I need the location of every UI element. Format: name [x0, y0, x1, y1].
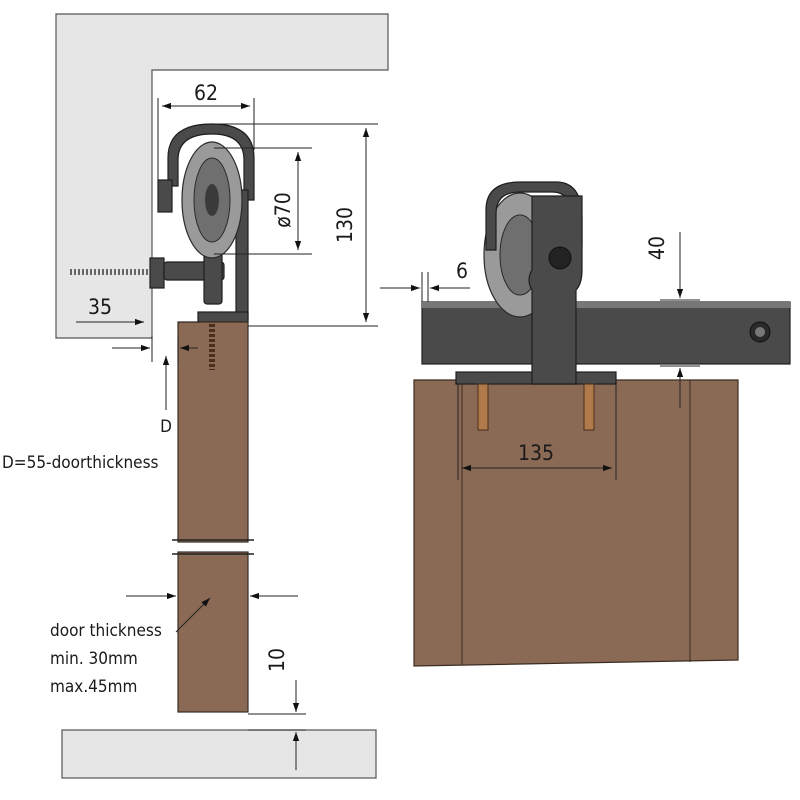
track [421, 301, 791, 365]
front-screws [477, 383, 595, 431]
front-hanger [483, 181, 583, 385]
side-door [172, 321, 254, 713]
dim-d: D [112, 336, 198, 437]
floor [61, 729, 377, 779]
dim-d-label: D [160, 417, 172, 437]
dim-70-label: ø70 [271, 192, 295, 228]
dim-6: 6 [380, 259, 470, 302]
dim-62: 62 [157, 81, 255, 180]
dim-40-label: 40 [645, 236, 669, 260]
front-view: 6 40 135 [380, 181, 791, 667]
dim-35: 35 [76, 295, 200, 326]
dim-130: 130 [214, 123, 378, 327]
dim-35-label: 35 [88, 295, 112, 319]
dim-10-label: 10 [265, 648, 289, 672]
dim-130-label: 130 [333, 207, 357, 243]
dim-40: 40 [645, 232, 700, 408]
dim-door-thickness: door thickness min. 30mm max.45mm [50, 592, 298, 697]
dim-62-label: 62 [194, 81, 218, 105]
door-thickness-title: door thickness [50, 621, 162, 641]
door-thickness-min: min. 30mm [50, 649, 138, 669]
dim-6-label: 6 [456, 259, 468, 283]
dim-135-label: 135 [518, 441, 554, 465]
side-hanger [157, 123, 255, 323]
dim-10: 10 [248, 648, 306, 770]
side-view: 62 ø70 130 35 D [2, 13, 389, 779]
dim-135: 135 [457, 384, 617, 480]
wall-section [55, 13, 389, 339]
formula-note: D=55-doorthickness [2, 453, 159, 473]
front-door [413, 379, 739, 667]
dim-70: ø70 [214, 147, 312, 255]
door-thickness-max: max.45mm [50, 677, 137, 697]
